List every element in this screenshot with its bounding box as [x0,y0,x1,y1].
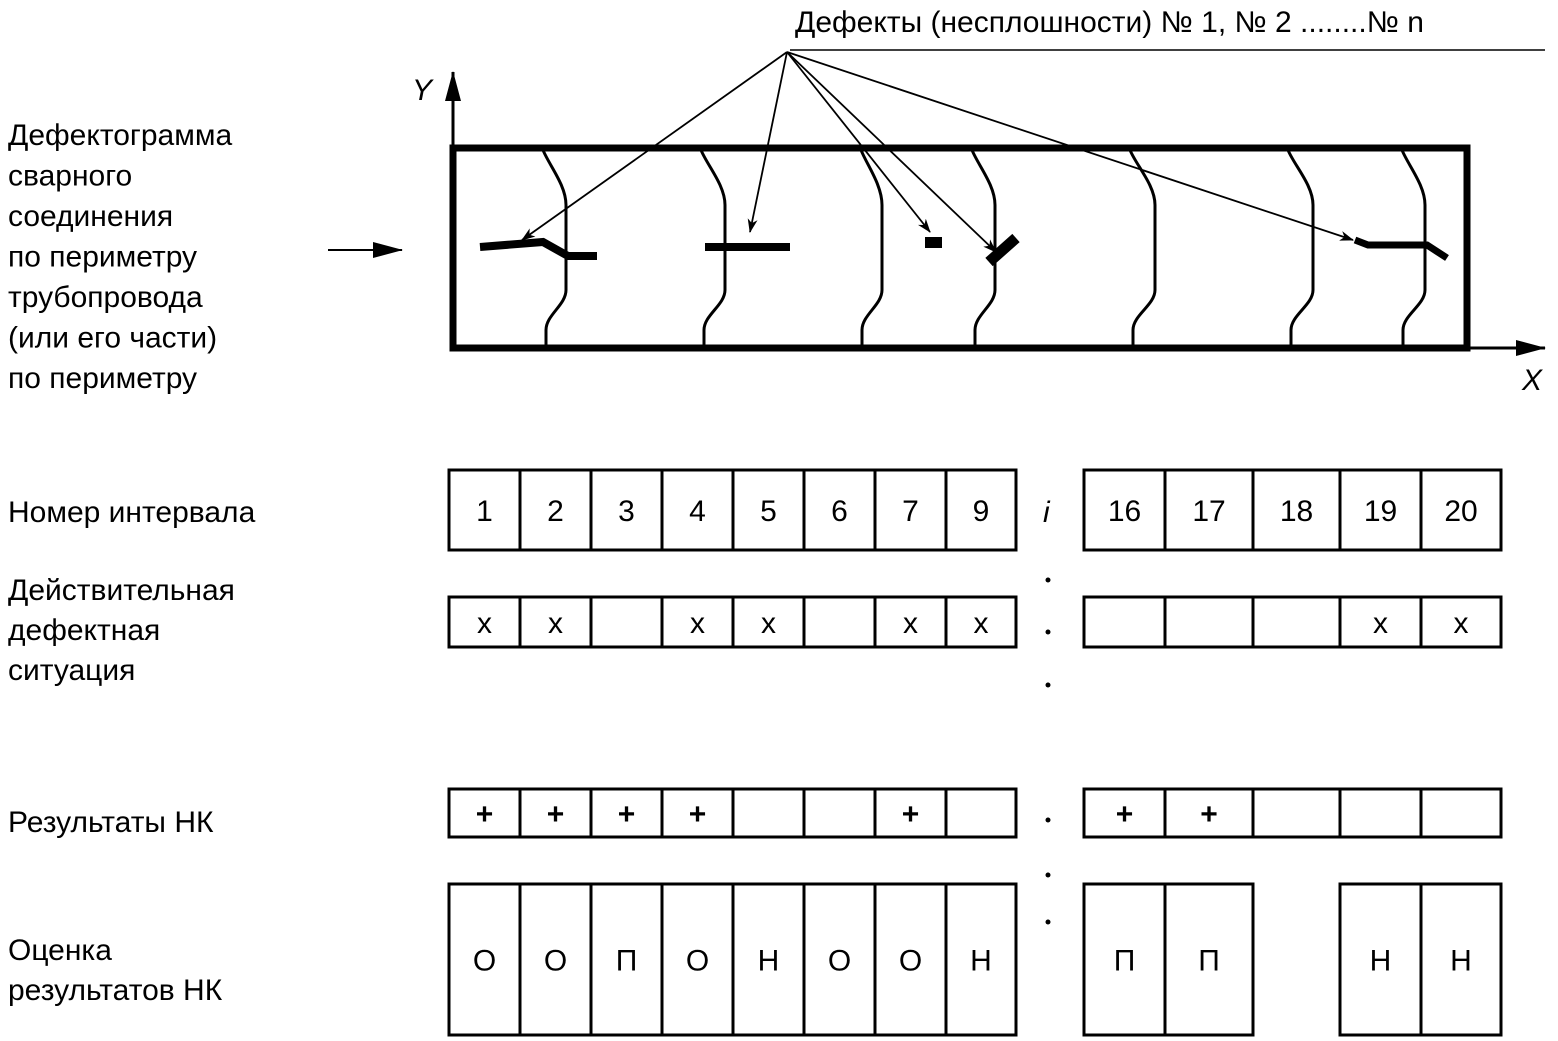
cell-value: 9 [973,495,990,528]
cell-value: x [1454,607,1469,640]
defectogram-label-line: Дефектограмма [8,119,232,152]
cell-value: О [686,945,709,978]
defect-4 [985,233,1020,267]
cell-value: П [1198,945,1220,978]
cell-value: 1 [476,495,493,528]
defect-3 [925,237,942,248]
ellipsis-dots [1045,577,1051,925]
defectogram-label-line: сварного [8,160,132,193]
cell-value: + [547,798,565,831]
weld-joint-box [449,144,1471,352]
cell-value: Н [970,945,992,978]
row-label: результатов НК [8,974,223,1007]
cell-value: x [690,607,705,640]
table-cell [589,595,664,649]
cell-value: 7 [902,495,919,528]
cell-value: x [903,607,918,640]
defect-pointer-arrows [521,51,1354,253]
cell-value: x [761,607,776,640]
weld-seam-line [859,149,884,346]
cell-value: + [902,798,920,831]
defectogram-label-line: трубопровода [8,281,203,314]
interval-tables: Номер интервала 1 2 3 4 5 6 7 9 16 17 18 19 20Действи… [8,468,1503,1037]
cell-value: О [899,945,922,978]
cell-value: 3 [618,495,635,528]
weld-seam-line [541,149,568,346]
cell-value: Н [1370,945,1392,978]
cell-value: x [1373,607,1388,640]
cell-value: x [548,607,563,640]
table-cell [1419,595,1503,649]
row-interval: Номер интервала 1 2 3 4 5 6 7 9 16 17 18 19 20 [8,468,1503,552]
cell-value: 18 [1280,495,1313,528]
cell-value: Н [1450,945,1472,978]
cell-value: + [689,798,707,831]
row-label: Оценка [8,934,112,967]
cell-value: 5 [760,495,777,528]
row-label: ситуация [8,654,135,687]
gap-index-symbol: i [1043,496,1051,529]
cell-value: Н [758,945,780,978]
table-cell [802,787,877,839]
cell-value: П [1114,945,1136,978]
x-axis-label: X [1521,364,1543,397]
cell-value: x [477,607,492,640]
defectogram-label-line: соединения [8,200,173,233]
row-label: Результаты НК [8,806,214,839]
defectogram-label-line: по периметру [8,362,197,395]
weld-seam-line [1286,149,1315,346]
cell-value: 2 [547,495,564,528]
defect-1 [479,237,597,260]
table-cell [1163,595,1255,649]
table-cell [1419,787,1503,839]
weld-seam-line [699,149,727,346]
table-cell [802,595,877,649]
defectogram-label-line: (или его части) [8,322,217,355]
row-evaluation: Оценка результатов НК О О П О Н О О Н П П Н Н [8,882,1503,1037]
cell-value: О [473,945,496,978]
table-cell [731,787,806,839]
table-cell [1419,882,1503,1037]
table-cell [944,595,1018,649]
table-cell [1251,787,1342,839]
cell-value: + [1200,798,1218,831]
table-cell [944,787,1018,839]
cell-value: x [974,607,989,640]
cell-value: 16 [1108,495,1141,528]
table-cell [944,468,1018,552]
row-label: Действительная [8,574,235,607]
cell-value: 19 [1364,495,1397,528]
cell-value: 17 [1192,495,1225,528]
cell-value: + [618,798,636,831]
y-axis-label: Y [412,74,434,107]
weld-seam-line [1400,149,1427,346]
table-cell [1338,787,1423,839]
table-cell [1082,595,1167,649]
row-label: Номер интервала [8,496,256,529]
row-actual: Действительная дефектная ситуация x x x x x x x x [8,574,1503,687]
defects-title: Дефекты (несплошности) № 1, № 2 ........… [795,6,1424,39]
cell-value: 4 [689,495,706,528]
row-results: Результаты НК + + + + + + + [8,787,1503,839]
table-cell [944,882,1018,1037]
cell-value: + [476,798,494,831]
weld-seams [541,149,1427,346]
cell-value: 20 [1444,495,1477,528]
table-cell [1163,882,1255,1037]
cell-value: + [1116,798,1134,831]
weld-seam-line [970,149,997,346]
cell-value: П [616,945,638,978]
weld-seam-line [1128,149,1157,346]
cell-value: 6 [831,495,848,528]
cell-value: О [544,945,567,978]
defect-5 [1353,236,1449,261]
defectogram-label-line: по периметру [8,241,197,274]
defectogram-label: Дефектограмма сварного соединения по периме… [8,119,232,395]
row-label: дефектная [8,614,160,647]
table-cell [1419,468,1503,552]
table-cell [1251,595,1342,649]
cell-value: О [828,945,851,978]
